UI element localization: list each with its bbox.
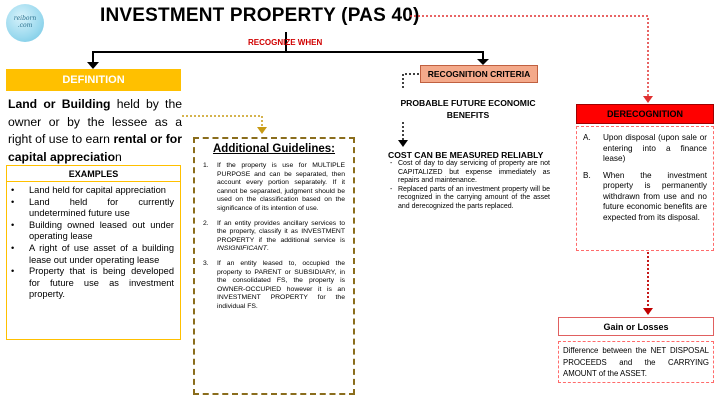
derecognition-label: B. bbox=[583, 170, 591, 180]
recognition-criteria-header: RECOGNITION CRITERIA bbox=[420, 65, 538, 83]
guideline-text: If an entity provides ancillary services… bbox=[217, 219, 345, 244]
definition-text: Land or Building held by the owner or by… bbox=[8, 96, 182, 166]
derecognition-box: A. Upon disposal (upon sale or entering … bbox=[576, 126, 714, 251]
arrow-down-icon bbox=[87, 62, 99, 69]
connector-right-drop bbox=[482, 51, 484, 61]
probable-benefits-label: PROBABLE FUTURE ECONOMIC BENEFITS bbox=[400, 98, 536, 120]
list-item: Land held for currently undetermined fut… bbox=[11, 197, 174, 220]
derecognition-item: A. Upon disposal (upon sale or entering … bbox=[583, 133, 707, 165]
guideline-number: 1. bbox=[203, 162, 209, 169]
examples-title: EXAMPLES bbox=[7, 166, 180, 182]
connector-vertical-top bbox=[285, 32, 287, 52]
arrow-down-icon bbox=[477, 59, 489, 65]
logo-text-2: .com bbox=[17, 22, 33, 29]
definition-purpose: rental or for capital appreciatio bbox=[8, 132, 182, 164]
definition-body: held by the owner or by the lessee as a … bbox=[8, 97, 183, 146]
list-item: Building owned leased out under operatin… bbox=[11, 220, 174, 243]
cost-measured-heading: COST CAN BE MEASURED RELIABLY bbox=[388, 150, 544, 160]
definition-tail: n bbox=[115, 149, 122, 164]
guideline-text: If an entity leased to, occupied the pro… bbox=[217, 259, 345, 310]
definition-term: Land or Building bbox=[8, 97, 111, 111]
list-item: Replaced parts of an investment property… bbox=[388, 186, 550, 212]
gain-losses-text: Difference between the NET DISPOSAL PROC… bbox=[558, 341, 714, 383]
guidelines-title: Additional Guidelines: bbox=[212, 143, 336, 155]
guidelines-box: Additional Guidelines: 1. If the propert… bbox=[193, 137, 355, 395]
guideline-text: If the property is use for MULTIPLE PURP… bbox=[217, 162, 345, 212]
derecognition-label: A. bbox=[583, 133, 591, 142]
definition-header: DEFINITION bbox=[6, 69, 181, 91]
guideline-item: 1. If the property is use for MULTIPLE P… bbox=[203, 162, 345, 214]
list-item: A right of use asset of a building lease… bbox=[11, 243, 174, 266]
derecognition-header: DERECOGNITION bbox=[576, 104, 714, 124]
derecognition-text: When the investment property is permanen… bbox=[603, 170, 707, 222]
list-item: Property that is being developed for fut… bbox=[11, 266, 174, 301]
list-item: Land held for capital appreciation bbox=[11, 185, 174, 197]
recognize-when-label: RECOGNIZE WHEN bbox=[248, 38, 323, 47]
connector-left-drop bbox=[92, 51, 94, 64]
page-title: INVESTMENT PROPERTY (PAS 40) bbox=[100, 5, 420, 26]
list-item: Cost of day to day servicing of property… bbox=[388, 160, 550, 186]
guideline-emphasis: INSIGNIFICANT bbox=[217, 245, 267, 253]
guideline-number: 3. bbox=[203, 259, 209, 267]
examples-box: EXAMPLES Land held for capital appreciat… bbox=[6, 165, 181, 340]
logo-text-1: reiborn bbox=[13, 15, 37, 23]
logo: reiborn .com bbox=[6, 4, 44, 42]
derecognition-text: Upon disposal (upon sale or entering int… bbox=[603, 133, 707, 163]
guideline-number: 2. bbox=[203, 219, 209, 227]
guideline-item: 2. If an entity provides ancillary servi… bbox=[203, 220, 345, 254]
derecognition-item: B. When the investment property is perma… bbox=[583, 171, 707, 224]
guideline-text-end: . bbox=[266, 245, 269, 253]
gain-losses-header: Gain or Losses bbox=[558, 317, 714, 336]
guideline-item: 3. If an entity leased to, occupied the … bbox=[203, 260, 345, 312]
cost-list: Cost of day to day servicing of property… bbox=[388, 160, 550, 212]
connector-horizontal bbox=[92, 51, 484, 53]
examples-list: Land held for capital appreciation Land … bbox=[7, 182, 180, 301]
